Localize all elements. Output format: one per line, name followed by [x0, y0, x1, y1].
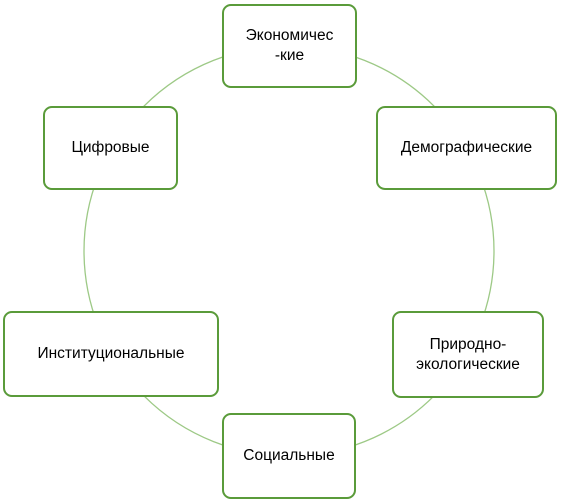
node-natural-ecological-label-line2: экологические — [416, 355, 520, 373]
node-economic-label: Экономичес -кие — [246, 26, 334, 66]
node-institutional: Институциональные — [3, 311, 219, 397]
node-demographic-label: Демографические — [400, 139, 533, 156]
node-digital-label: Цифровые — [71, 139, 150, 156]
node-institutional-label: Институциональные — [37, 345, 185, 362]
node-economic: Экономичес -кие — [222, 4, 357, 88]
node-natural-ecological-label-line1: Природно- — [429, 335, 507, 353]
node-demographic: Демографические — [376, 106, 557, 190]
node-social-label: Социальные — [243, 447, 335, 464]
node-economic-label-line1: Экономичес — [245, 27, 334, 44]
node-natural-ecological-label: Природно- экологические — [416, 335, 520, 375]
node-social: Социальные — [222, 413, 356, 499]
node-digital: Цифровые — [43, 106, 178, 190]
node-economic-label-line2: -кие — [274, 47, 305, 64]
node-natural-ecological: Природно- экологические — [392, 311, 544, 398]
